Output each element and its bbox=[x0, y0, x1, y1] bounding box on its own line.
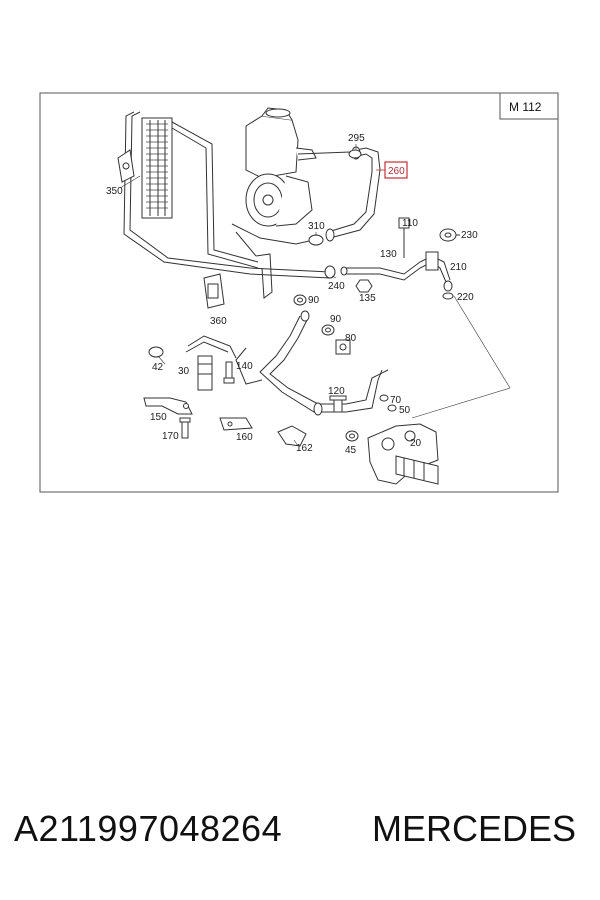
clamp-310 bbox=[308, 234, 324, 246]
clamp-240 bbox=[324, 265, 336, 279]
callout-140: 140 bbox=[236, 361, 253, 372]
clamp-295 bbox=[348, 149, 362, 159]
clip-50 bbox=[387, 404, 397, 412]
banjo-bolt-80 bbox=[335, 339, 351, 355]
parts-diagram: M 112 350 bbox=[39, 92, 559, 493]
callout-210: 210 bbox=[450, 262, 467, 273]
callout-220: 220 bbox=[457, 292, 474, 303]
steering-gear bbox=[367, 423, 439, 485]
callout-135: 135 bbox=[359, 293, 376, 304]
diagram-frame bbox=[39, 92, 559, 493]
callout-90-top: 90 bbox=[308, 295, 320, 306]
callout-160: 160 bbox=[236, 432, 253, 443]
part-number: A211997048264 bbox=[14, 808, 283, 849]
callout-110: 110 bbox=[402, 218, 418, 229]
callout-162: 162 bbox=[296, 443, 313, 454]
callout-260: 260 bbox=[388, 166, 405, 177]
callout-150: 150 bbox=[150, 412, 167, 423]
seal-ring-220 bbox=[442, 292, 454, 300]
hose-30 bbox=[185, 335, 237, 391]
model-code-box: M 112 bbox=[499, 92, 559, 120]
bracket-162 bbox=[277, 425, 307, 447]
callout-90-lower: 90 bbox=[330, 314, 342, 325]
bolt-140 bbox=[223, 361, 235, 384]
bolt-120 bbox=[329, 395, 347, 413]
callout-42: 42 bbox=[152, 362, 164, 373]
callout-230: 230 bbox=[461, 230, 478, 241]
clip-70 bbox=[379, 394, 389, 402]
nut-135 bbox=[355, 279, 373, 293]
callout-170: 170 bbox=[162, 431, 179, 442]
callout-360: 360 bbox=[210, 316, 227, 327]
callout-130: 130 bbox=[380, 249, 397, 260]
callout-80: 80 bbox=[345, 333, 357, 344]
clip-42 bbox=[148, 346, 164, 358]
callout-30: 30 bbox=[178, 366, 190, 377]
brand-name: MERCEDES bbox=[372, 808, 577, 849]
bracket-150 bbox=[143, 397, 193, 415]
model-code: M 112 bbox=[509, 100, 542, 114]
power-steering-pump bbox=[231, 107, 351, 245]
oil-cooler bbox=[117, 111, 331, 279]
callout-295: 295 bbox=[348, 133, 365, 144]
pressure-line bbox=[340, 217, 453, 292]
callout-310: 310 bbox=[308, 221, 325, 232]
callout-120: 120 bbox=[328, 386, 345, 397]
grommet-230 bbox=[439, 228, 460, 242]
washer-90-lower bbox=[321, 324, 335, 336]
bolt-170 bbox=[179, 417, 191, 439]
leader-lines bbox=[119, 144, 511, 447]
bracket-360 bbox=[203, 273, 225, 309]
callout-350: 350 bbox=[106, 186, 123, 197]
product-caption: A211997048264 MERCEDES bbox=[0, 808, 600, 858]
callout-50: 50 bbox=[399, 405, 411, 416]
callout-20: 20 bbox=[410, 438, 422, 449]
callout-240: 240 bbox=[328, 281, 345, 292]
mount-bracket bbox=[235, 231, 273, 299]
callout-45: 45 bbox=[345, 445, 357, 456]
callout-70: 70 bbox=[390, 395, 402, 406]
washer-90-top bbox=[293, 294, 307, 306]
hose-260 bbox=[325, 146, 381, 242]
plate-160 bbox=[219, 417, 253, 431]
washer-45 bbox=[345, 430, 359, 442]
return-line bbox=[235, 310, 389, 416]
